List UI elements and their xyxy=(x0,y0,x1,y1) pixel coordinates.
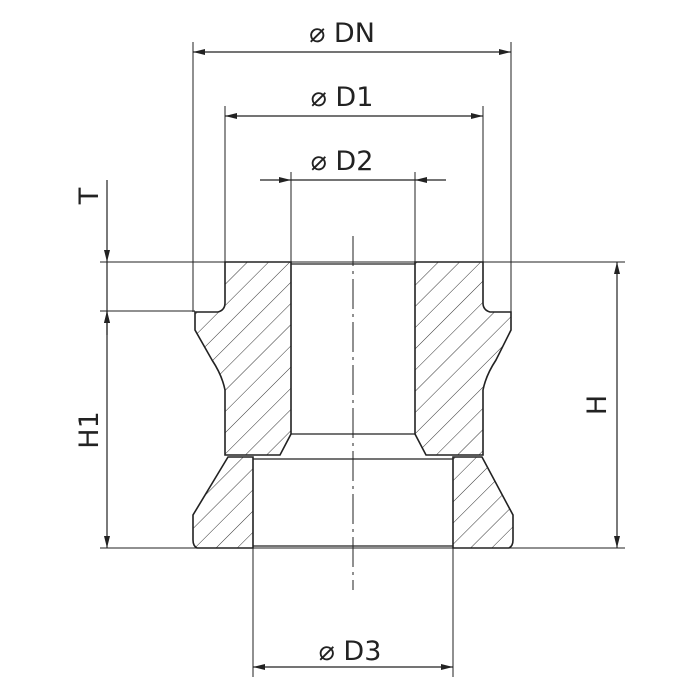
lower-body-right xyxy=(452,456,514,549)
upper-body-right xyxy=(414,261,512,456)
t-label: T xyxy=(74,187,105,205)
upper-body-left xyxy=(194,261,292,456)
d3-label: ⌀ D3 xyxy=(319,636,382,667)
extension-lines xyxy=(100,42,625,677)
d1-label: ⌀ D1 xyxy=(311,82,374,113)
h-label: H xyxy=(582,395,613,415)
h1-label: H1 xyxy=(74,411,105,448)
d2-label: ⌀ D2 xyxy=(311,146,374,177)
lower-body-left xyxy=(192,456,254,549)
dn-label: ⌀ DN xyxy=(309,18,375,49)
